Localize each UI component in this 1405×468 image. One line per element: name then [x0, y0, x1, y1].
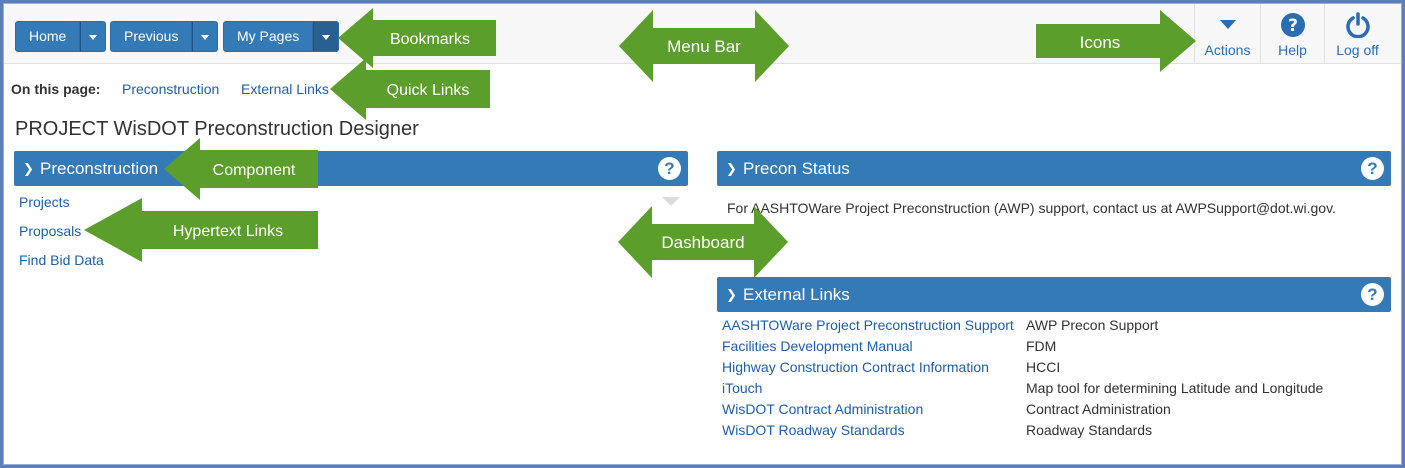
dashboard-callout-arrow: Dashboard — [618, 206, 788, 278]
help-icon[interactable]: ? — [1361, 283, 1384, 306]
link-find-bid-data[interactable]: Find Bid Data — [19, 252, 104, 268]
preconstruction-panel-header[interactable]: ❯ Preconstruction ? — [14, 151, 688, 186]
app-window: Home Previous My Pages Actions ? Help — [3, 3, 1402, 465]
chevron-down-icon: ❯ — [726, 161, 737, 176]
quick-link-external-links[interactable]: External Links — [241, 81, 329, 97]
external-link[interactable]: Highway Construction Contract Informatio… — [722, 359, 989, 375]
preconstruction-panel-title: Preconstruction — [40, 159, 159, 178]
collapse-triangle-icon[interactable] — [662, 197, 680, 207]
dashboard-callout-label: Dashboard — [661, 233, 744, 252]
precon-status-panel-header[interactable]: ❯ Precon Status ? — [717, 151, 1391, 186]
bookmarks-callout-arrow: Bookmarks — [338, 8, 496, 68]
help-icon[interactable]: ? — [1361, 157, 1384, 180]
actions-label: Actions — [1204, 42, 1251, 58]
home-button-group: Home — [15, 21, 107, 52]
quick-link-preconstruction[interactable]: Preconstruction — [122, 81, 220, 97]
component-callout-label: Component — [213, 162, 296, 179]
icons-callout-arrow: Icons — [1036, 10, 1196, 72]
icons-callout-label: Icons — [1080, 33, 1121, 52]
power-icon — [1345, 12, 1370, 38]
page-title: PROJECT WisDOT Preconstruction Designer — [15, 118, 419, 140]
quick-links-callout-arrow: Quick Links — [330, 58, 490, 120]
external-links-panel-title: External Links — [743, 285, 850, 304]
precon-status-panel-title: Precon Status — [743, 159, 850, 178]
help-label: Help — [1278, 42, 1307, 58]
external-link-description: FDM — [1026, 338, 1057, 354]
menu-bar-callout-label: Menu Bar — [667, 37, 741, 56]
help-icon[interactable]: ? — [658, 157, 681, 180]
external-link[interactable]: Facilities Development Manual — [722, 338, 913, 354]
external-link[interactable]: WisDOT Contract Administration — [722, 401, 924, 417]
svg-text:?: ? — [1288, 16, 1298, 36]
chevron-down-icon: ❯ — [726, 287, 737, 302]
question-circle-icon: ? — [1280, 13, 1305, 37]
home-dropdown-button[interactable] — [80, 21, 107, 52]
component-callout-arrow: Component — [164, 138, 318, 200]
external-link[interactable]: WisDOT Roadway Standards — [722, 422, 905, 438]
external-link-description: HCCI — [1026, 359, 1061, 375]
link-proposals[interactable]: Proposals — [19, 223, 82, 239]
actions-menu[interactable]: Actions — [1194, 4, 1260, 64]
hypertext-links-callout-arrow: Hypertext Links — [84, 198, 318, 262]
previous-dropdown-button[interactable] — [192, 21, 219, 52]
log-off-menu[interactable]: Log off — [1324, 4, 1390, 64]
caret-down-icon — [1219, 20, 1236, 29]
external-link-description: Contract Administration — [1026, 401, 1171, 417]
my-pages-dropdown-button[interactable] — [313, 21, 340, 52]
home-button[interactable]: Home — [15, 21, 81, 52]
on-this-page-label: On this page: — [11, 81, 101, 97]
menu-bar-callout-arrow: Menu Bar — [619, 10, 789, 82]
my-pages-button[interactable]: My Pages — [223, 21, 314, 52]
external-links-panel-header[interactable]: ❯ External Links ? — [717, 277, 1391, 312]
previous-button-group: Previous — [110, 21, 219, 52]
log-off-label: Log off — [1336, 42, 1379, 58]
link-projects[interactable]: Projects — [19, 194, 70, 210]
bookmarks-callout-label: Bookmarks — [390, 31, 470, 48]
precon-status-message: For AASHTOWare Project Preconstruction (… — [727, 200, 1336, 216]
my-pages-button-group: My Pages — [223, 21, 340, 52]
quick-links-callout-label: Quick Links — [387, 82, 470, 99]
hypertext-links-callout-label: Hypertext Links — [173, 223, 283, 240]
external-link-description: AWP Precon Support — [1026, 317, 1159, 333]
external-link-description: Map tool for determining Latitude and Lo… — [1026, 380, 1324, 396]
previous-button[interactable]: Previous — [110, 21, 193, 52]
external-link[interactable]: iTouch — [722, 380, 763, 396]
help-menu[interactable]: ? Help — [1260, 4, 1324, 64]
chevron-down-icon: ❯ — [23, 161, 34, 176]
external-link-description: Roadway Standards — [1026, 422, 1153, 438]
external-link[interactable]: AASHTOWare Project Preconstruction Suppo… — [722, 317, 1014, 333]
